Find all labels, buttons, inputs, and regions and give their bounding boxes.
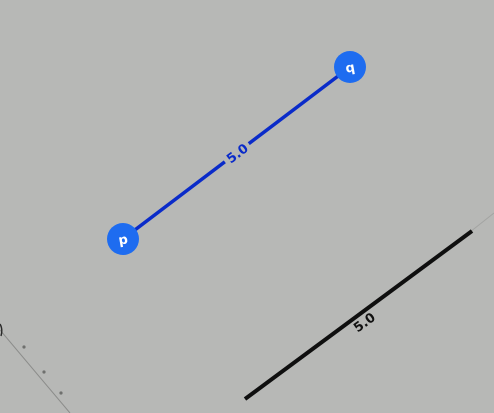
reference-segment-length-label: 5.0 [351, 310, 378, 336]
construction-tick [22, 345, 26, 349]
point-q-handle[interactable] [334, 51, 366, 83]
point-p-label: p [117, 232, 129, 248]
point-q-label: q [344, 60, 356, 76]
reference-segment[interactable] [243, 229, 474, 401]
point-p-handle[interactable] [107, 223, 139, 255]
point-q[interactable]: q [334, 51, 366, 83]
construction-line-left [0, 329, 71, 413]
construction-tick [42, 370, 46, 374]
point-p[interactable]: p [107, 223, 139, 255]
construction-tick [59, 391, 63, 395]
partial-label-glyph [0, 323, 3, 337]
segment-pq-label-backdrop [221, 138, 253, 168]
construction-line-right [469, 212, 494, 233]
